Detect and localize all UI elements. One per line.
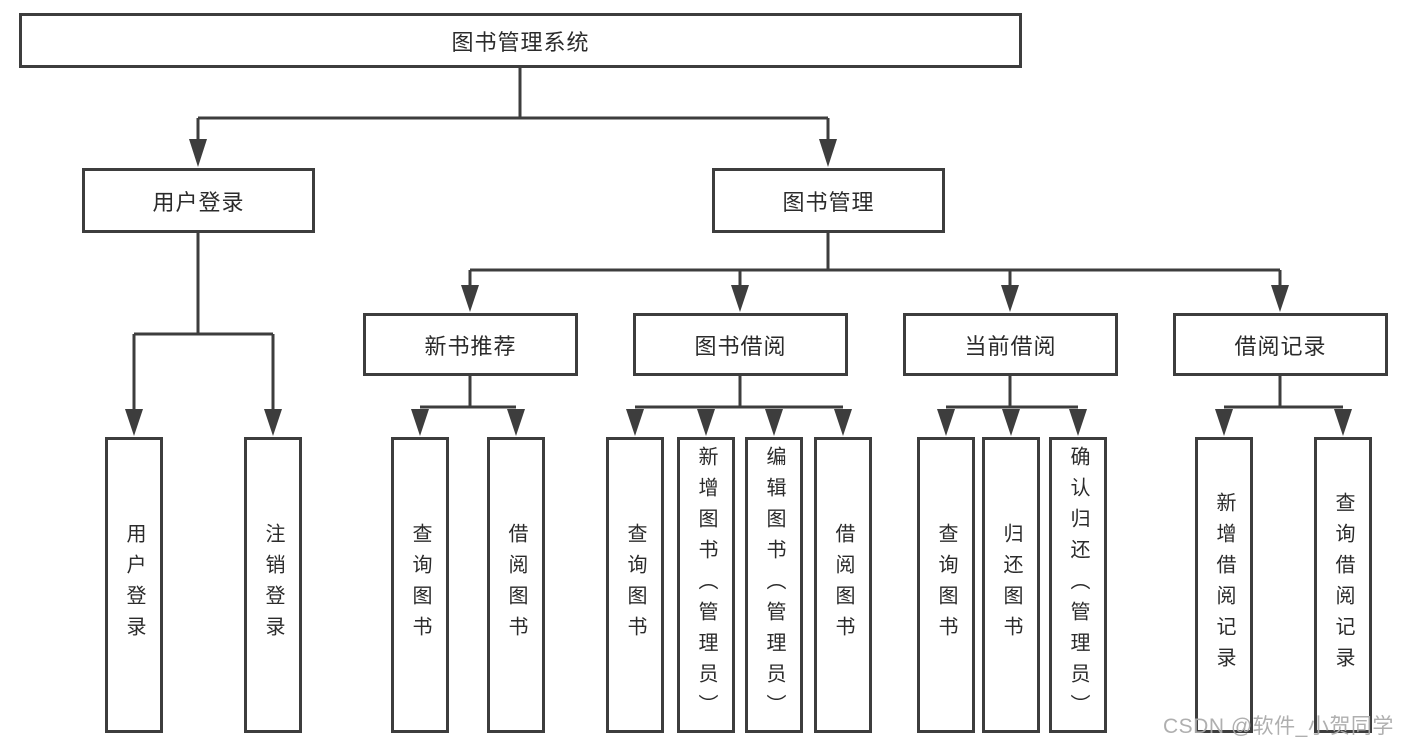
- node-current-borrow-label: 当前借阅: [964, 333, 1057, 359]
- leaf-newbook-query-book: 查询图书: [391, 437, 449, 733]
- node-book-management: 图书管理: [712, 168, 945, 233]
- leaf-borrow-borrow-book-label: 借阅图书: [832, 523, 854, 647]
- node-new-book-recommend-label: 新书推荐: [424, 333, 517, 359]
- arrowheads-currentborrow-leaves: [937, 409, 1087, 436]
- connector-userlogin-to-leaves: [132, 233, 275, 411]
- leaf-user-login-action: 用户登录: [105, 437, 163, 733]
- node-borrow-records: 借阅记录: [1173, 313, 1388, 376]
- node-book-borrow: 图书借阅: [633, 313, 848, 376]
- arrowheads-level3: [461, 285, 1289, 312]
- leaf-records-query-record: 查询借阅记录: [1314, 437, 1372, 733]
- leaf-borrow-query-book-label: 查询图书: [624, 523, 646, 647]
- arrowheads-userlogin-leaves: [125, 409, 282, 436]
- arrowheads-records-leaves: [1215, 409, 1352, 436]
- arrowheads-newbook-leaves: [411, 409, 525, 436]
- node-root-system: 图书管理系统: [19, 13, 1022, 68]
- node-borrow-records-label: 借阅记录: [1234, 333, 1327, 359]
- leaf-borrow-query-book: 查询图书: [606, 437, 664, 733]
- connector-bookmgmt-to-level3: [468, 233, 1282, 288]
- leaf-borrow-edit-book-admin-label: 编辑图书（管理员）: [763, 445, 785, 725]
- leaf-newbook-borrow-book-label: 借阅图书: [505, 523, 527, 647]
- node-current-borrow: 当前借阅: [903, 313, 1118, 376]
- node-user-login: 用户登录: [82, 168, 315, 233]
- leaf-current-confirm-return-admin-label: 确认归还（管理员）: [1067, 445, 1089, 725]
- node-user-login-label: 用户登录: [152, 189, 245, 215]
- leaf-records-add-record: 新增借阅记录: [1195, 437, 1253, 733]
- arrowheads-bookborrow-leaves: [626, 409, 852, 436]
- leaf-borrow-add-book-admin-label: 新增图书（管理员）: [695, 445, 717, 725]
- leaf-borrow-borrow-book: 借阅图书: [814, 437, 872, 733]
- node-book-borrow-label: 图书借阅: [694, 333, 787, 359]
- leaf-borrow-add-book-admin: 新增图书（管理员）: [677, 437, 735, 733]
- connector-newbook-to-leaves: [420, 376, 516, 409]
- leaf-current-query-book-label: 查询图书: [935, 523, 957, 647]
- node-new-book-recommend: 新书推荐: [363, 313, 578, 376]
- leaf-user-login-action-label: 用户登录: [123, 523, 145, 647]
- leaf-current-return-book: 归还图书: [982, 437, 1040, 733]
- arrowheads-level2: [189, 139, 837, 167]
- leaf-newbook-borrow-book: 借阅图书: [487, 437, 545, 733]
- node-root-system-label: 图书管理系统: [451, 29, 590, 55]
- connector-root-to-level2: [196, 68, 830, 141]
- connector-currentborrow-to-leaves: [946, 376, 1078, 409]
- leaf-current-return-book-label: 归还图书: [1000, 523, 1022, 647]
- leaf-borrow-edit-book-admin: 编辑图书（管理员）: [745, 437, 803, 733]
- node-book-management-label: 图书管理: [782, 189, 875, 215]
- leaf-records-query-record-label: 查询借阅记录: [1332, 492, 1354, 678]
- leaf-current-query-book: 查询图书: [917, 437, 975, 733]
- connector-records-to-leaves: [1224, 376, 1343, 409]
- leaf-logout-label: 注销登录: [262, 523, 284, 647]
- leaf-newbook-query-book-label: 查询图书: [409, 523, 431, 647]
- leaf-records-add-record-label: 新增借阅记录: [1213, 492, 1235, 678]
- leaf-logout: 注销登录: [244, 437, 302, 733]
- leaf-current-confirm-return-admin: 确认归还（管理员）: [1049, 437, 1107, 733]
- csdn-watermark: CSDN @软件_小贺同学: [1163, 715, 1394, 738]
- connector-bookborrow-to-leaves: [635, 376, 843, 409]
